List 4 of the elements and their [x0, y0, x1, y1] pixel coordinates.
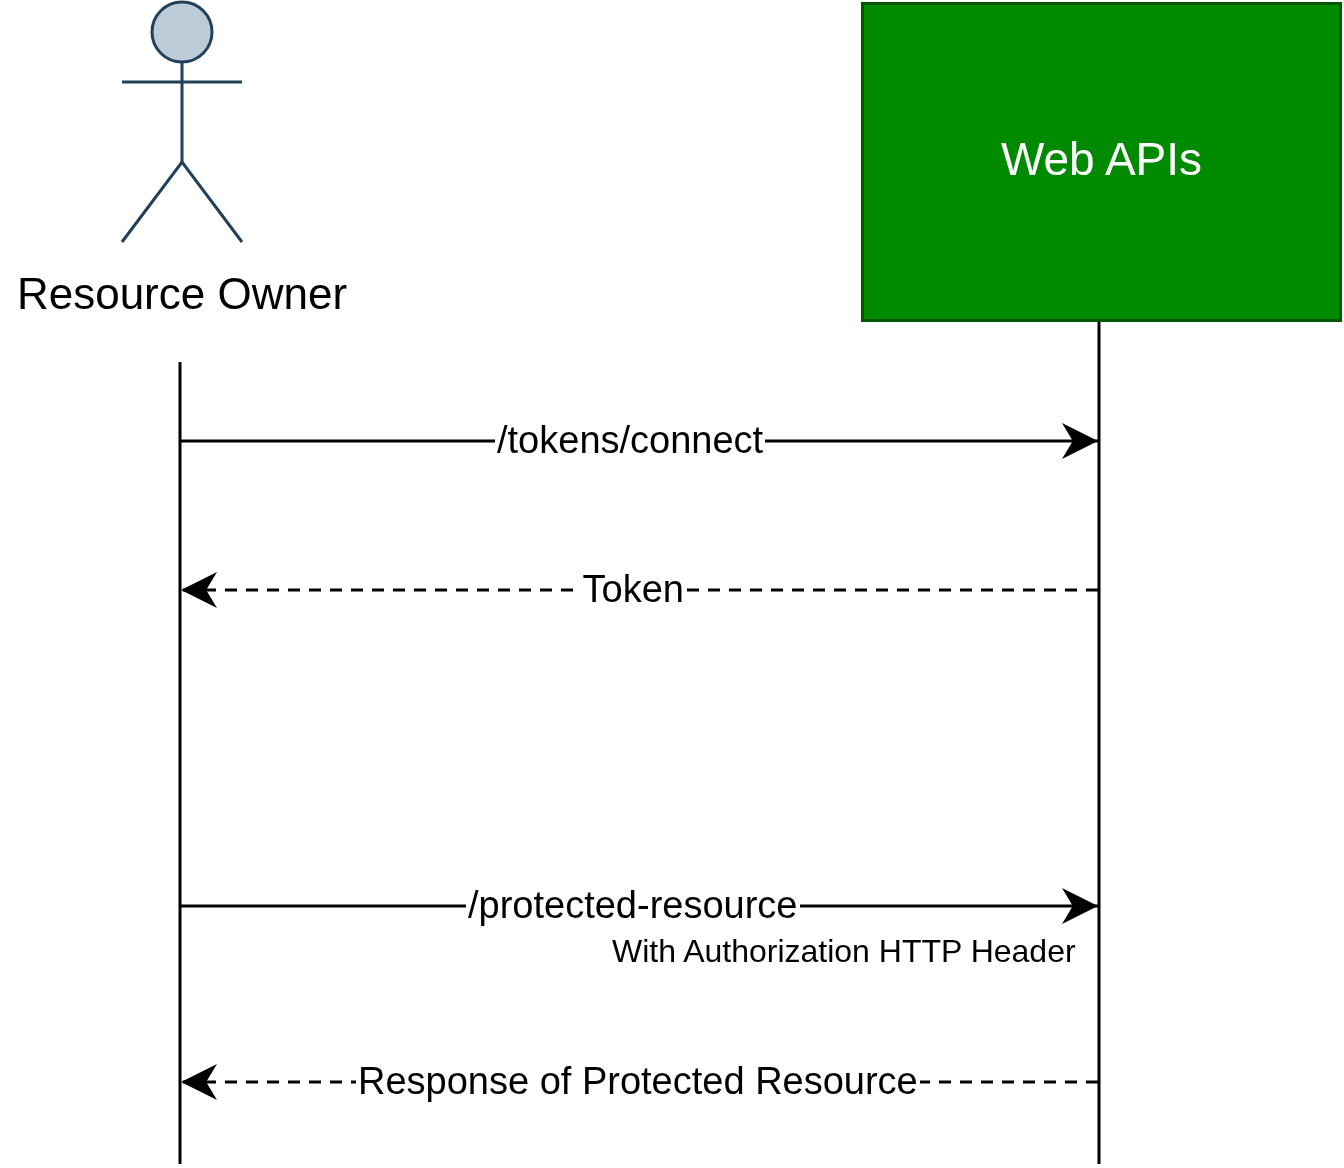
actor-label: Resource Owner: [15, 268, 349, 320]
message-arrow: [181, 572, 1098, 608]
participant-box: Web APIs: [861, 2, 1342, 322]
message-note: With Authorization HTTP Header: [612, 932, 1076, 970]
